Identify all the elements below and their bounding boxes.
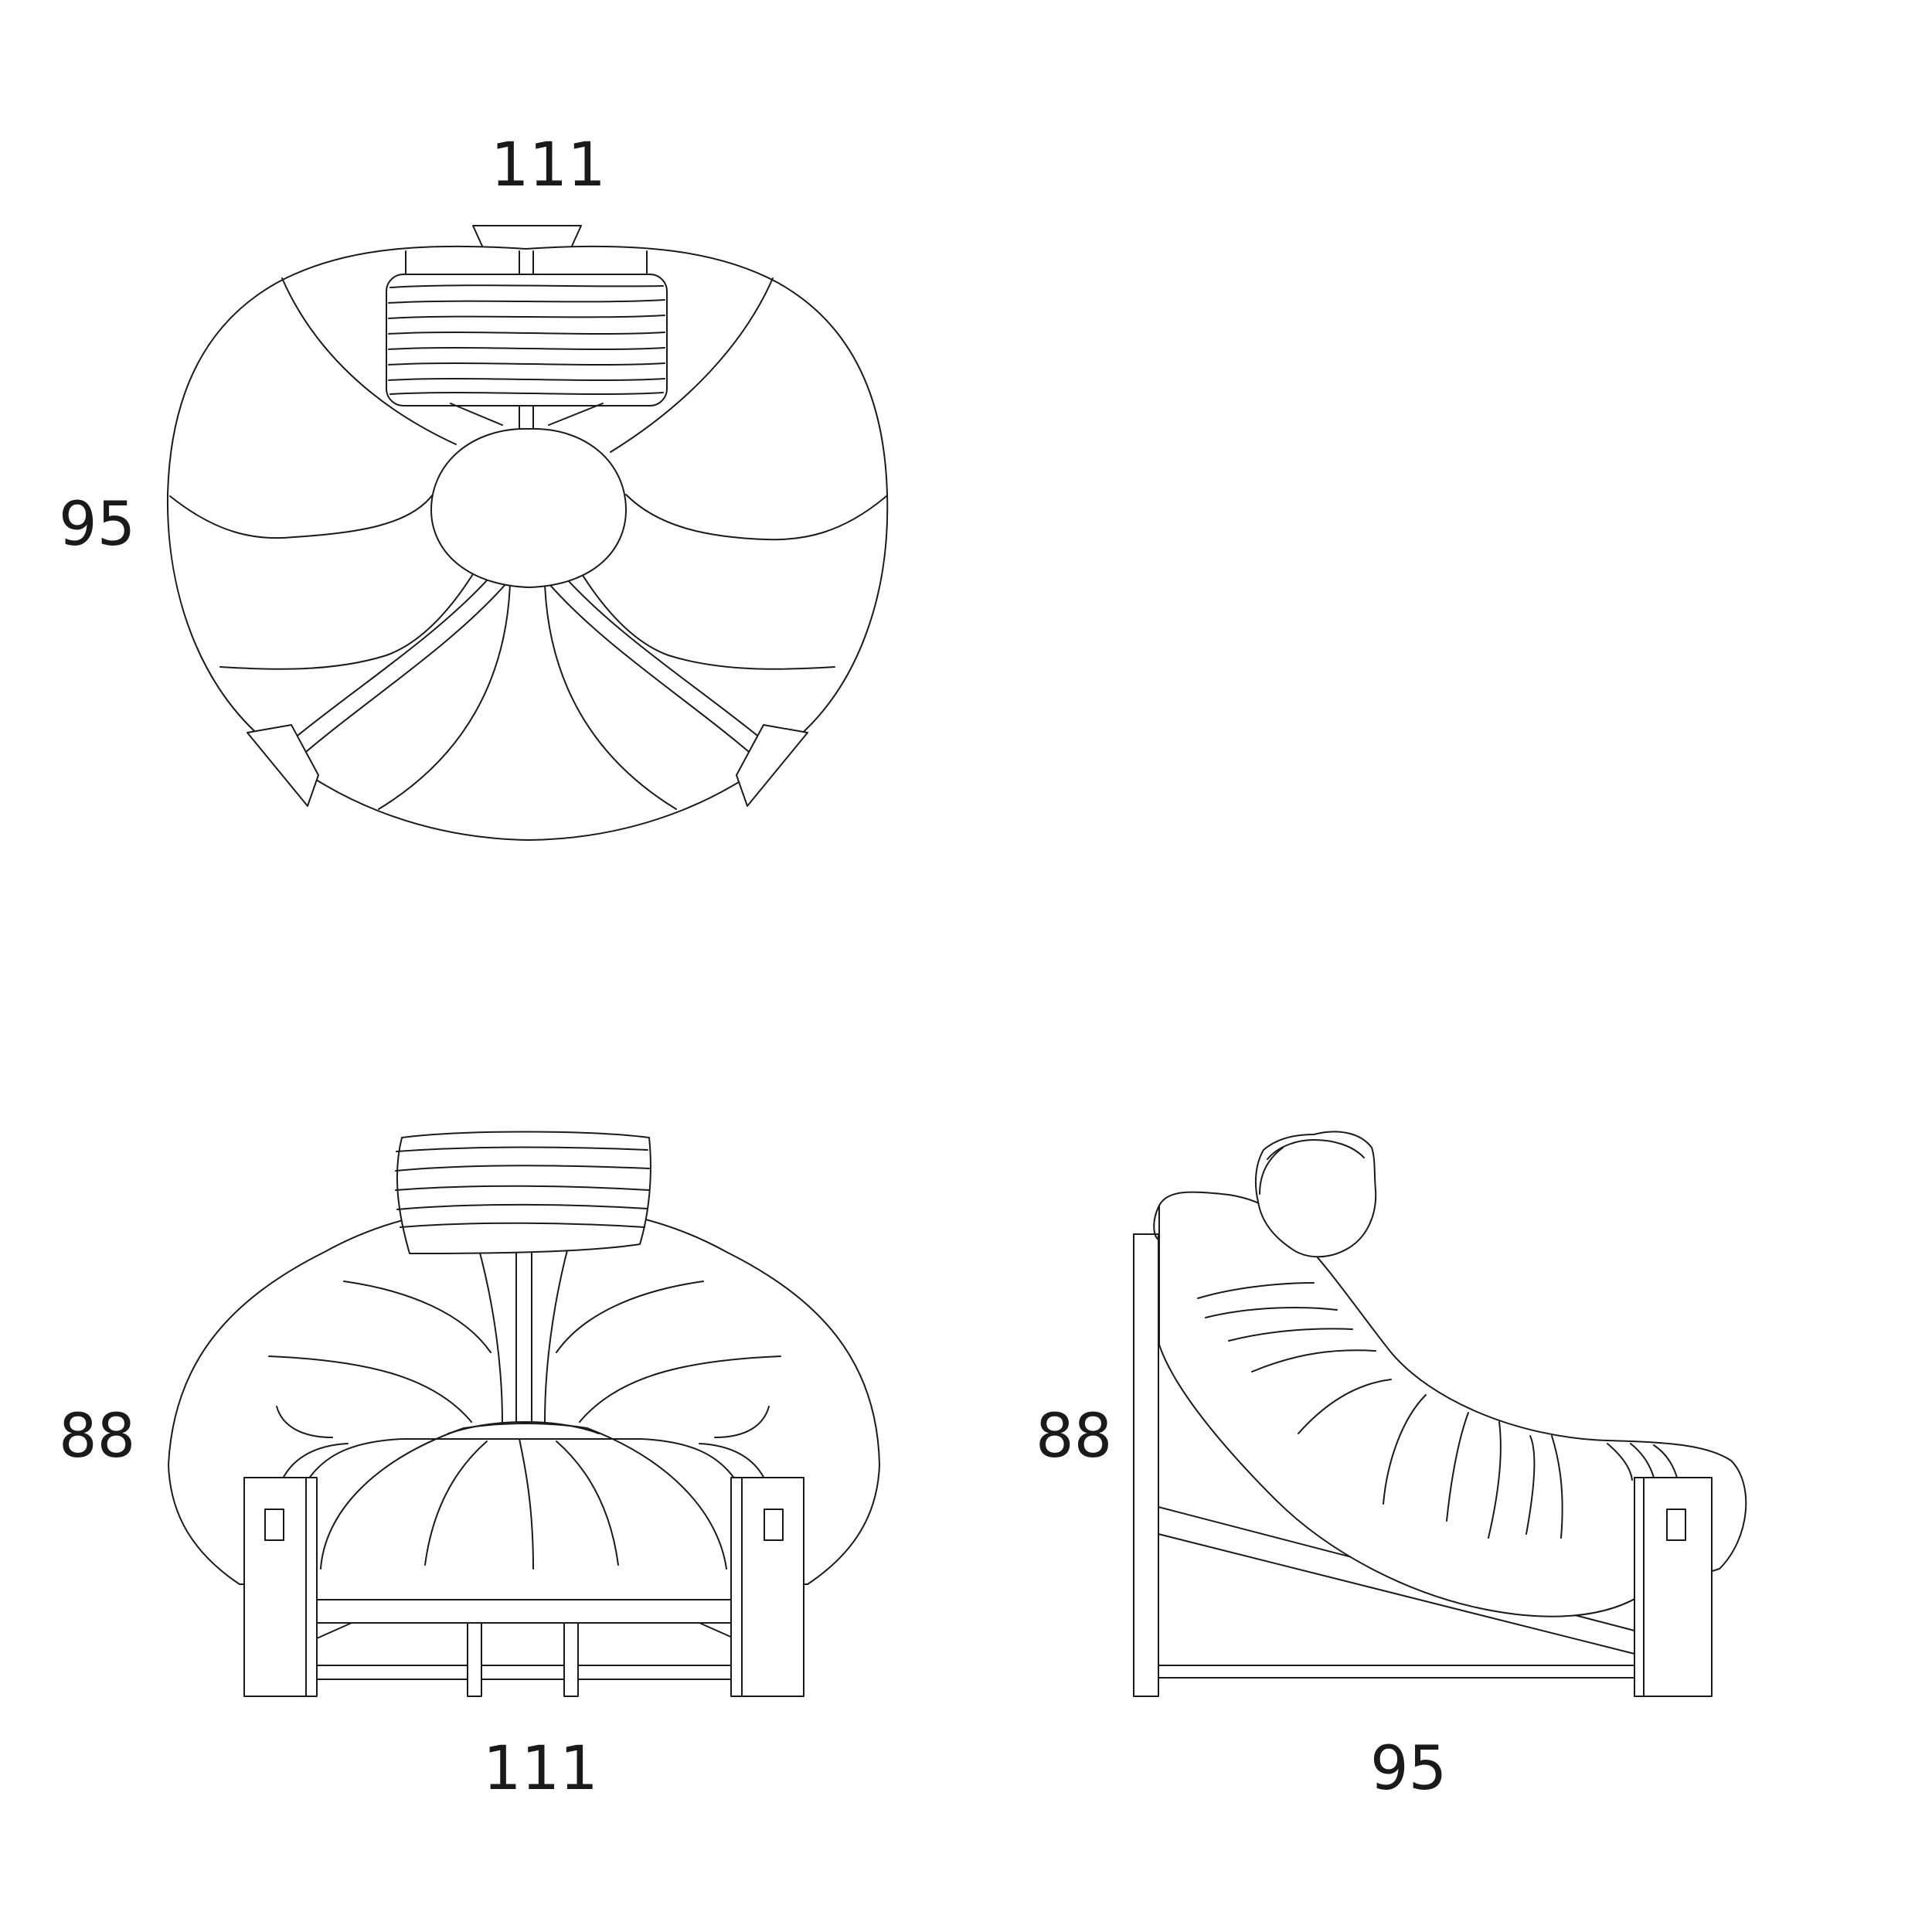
side-view-rear-post: [1133, 1233, 1159, 1697]
side-view: [1133, 1131, 1747, 1697]
front-view: [168, 1131, 880, 1697]
front-view-headrest-pillow: [396, 1131, 651, 1254]
top-view-depth-label: 95: [59, 490, 136, 560]
side-view-depth-label: 95: [1370, 1734, 1447, 1804]
top-view-left-foot: [247, 724, 319, 807]
side-view-headrest-roll: [1254, 1131, 1377, 1258]
side-view-height-label: 88: [1036, 1402, 1113, 1471]
top-view: [166, 225, 889, 841]
front-view-height-label: 88: [59, 1402, 136, 1471]
front-view-width-label: 111: [483, 1734, 598, 1804]
top-view-headrest-pillow: [386, 274, 668, 406]
top-view-right-foot: [736, 724, 808, 807]
top-view-width-label: 111: [491, 131, 606, 200]
top-view-seat-disc: [430, 427, 627, 588]
front-view-seat-cushion: [304, 1438, 739, 1608]
